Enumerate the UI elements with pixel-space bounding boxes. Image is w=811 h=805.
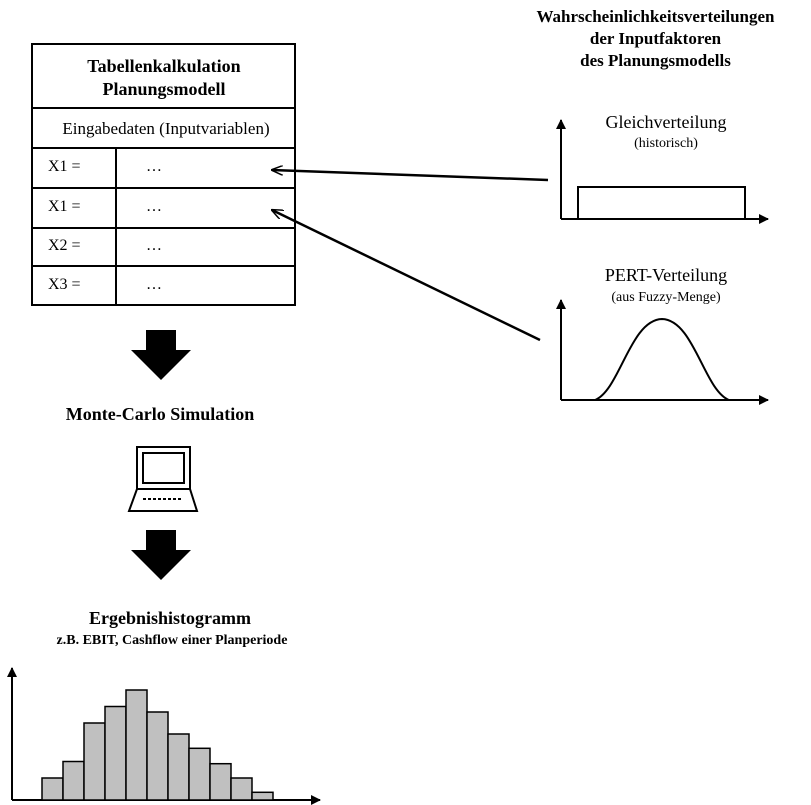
histogram-bar (251, 791, 274, 801)
row-3-label: X2 = (48, 237, 81, 254)
row-3-value: … (146, 237, 162, 254)
row-4-value: … (146, 276, 162, 293)
distributions-header-line1: Wahrscheinlichkeitsverteilungen (536, 7, 775, 26)
pert-subtitle: (aus Fuzzy-Menge) (611, 290, 721, 305)
row-2-value: … (146, 198, 162, 215)
spreadsheet-title-line2: Planungsmodell (102, 79, 226, 99)
distributions-header: Wahrscheinlichkeitsverteilungen der Inpu… (500, 6, 811, 72)
distributions-header-line3: des Planungsmodells (580, 51, 731, 70)
result-subtitle: z.B. EBIT, Cashflow einer Planperiode (56, 633, 288, 648)
histogram-bar (41, 777, 64, 801)
computer-icon (127, 446, 199, 512)
pert-title: PERT-Verteilung (604, 265, 728, 285)
spreadsheet-title-line1: Tabellenkalkulation (87, 56, 241, 76)
pert-distribution-plot (556, 299, 769, 405)
histogram-bar (146, 711, 169, 801)
row-1-value: … (146, 158, 162, 175)
histogram-bar (62, 760, 85, 801)
histogram-bar (167, 733, 190, 801)
histogram-bar (188, 747, 211, 801)
result-histogram (6, 667, 321, 805)
histogram-bar (125, 689, 148, 801)
down-arrow-1 (131, 330, 191, 380)
uniform-subtitle: (historisch) (634, 136, 698, 151)
histogram-bar (209, 762, 232, 801)
uniform-distribution-plot (556, 119, 769, 224)
spreadsheet-title: Tabellenkalkulation Planungsmodell (33, 55, 295, 101)
arrow-pert-to-x1 (272, 210, 541, 342)
uniform-title: Gleichverteilung (605, 112, 727, 132)
histogram-bar (230, 777, 253, 801)
row-1-label: X1 = (48, 158, 81, 175)
down-arrow-2 (131, 530, 191, 580)
result-title: Ergebnishistogramm (89, 608, 251, 628)
distributions-header-line2: der Inputfaktoren (589, 29, 722, 48)
spreadsheet-table (31, 43, 296, 306)
row-4-label: X3 = (48, 276, 81, 293)
histogram-bar (104, 705, 127, 801)
simulation-label: Monte-Carlo Simulation (65, 404, 255, 424)
input-header: Eingabedaten (Inputvariablen) (62, 119, 270, 138)
row-2-label: X1 = (48, 198, 81, 215)
histogram-bar (83, 722, 106, 801)
arrow-uniform-to-x1 (272, 170, 549, 182)
